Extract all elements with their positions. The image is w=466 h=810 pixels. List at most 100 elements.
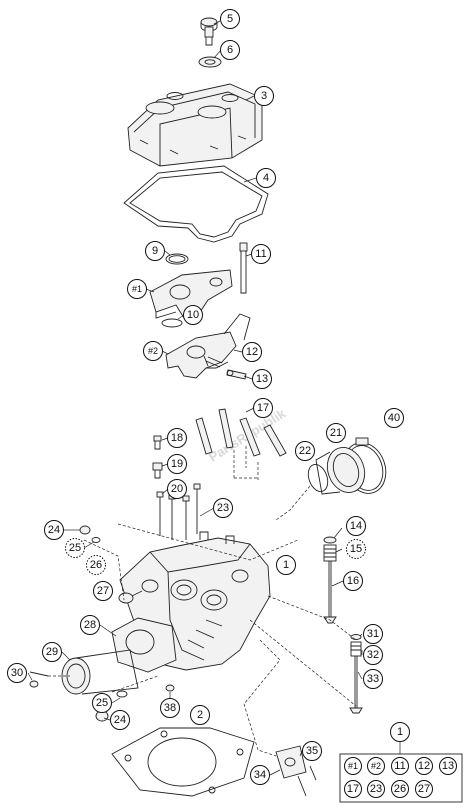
part-10-o-ring <box>161 318 183 328</box>
svg-text:10: 10 <box>187 309 199 321</box>
svg-text:23: 23 <box>217 502 229 514</box>
svg-text:35: 35 <box>306 745 318 757</box>
callout-30: 30 <box>7 663 27 683</box>
svg-text:17: 17 <box>257 402 269 414</box>
part-2-head-gasket <box>111 727 255 797</box>
legend-item-17: 17 <box>344 780 362 798</box>
svg-text:26: 26 <box>394 783 406 795</box>
leader-lines <box>27 20 363 776</box>
svg-text:#1: #1 <box>348 761 358 771</box>
callout-3: 3 <box>254 86 274 106</box>
svg-text:31: 31 <box>367 628 379 640</box>
callout-16: 16 <box>343 571 363 591</box>
callout-35: 35 <box>302 741 322 761</box>
legend-item-23: 23 <box>367 780 385 798</box>
callout-38: 38 <box>160 698 180 718</box>
svg-text:32: 32 <box>367 649 379 661</box>
part-20-bolts <box>156 483 201 540</box>
part-25-washer-lower <box>116 690 128 698</box>
callout-15: 15 <box>346 539 366 559</box>
part-38-plug <box>165 684 175 692</box>
part-drawings <box>29 17 387 797</box>
part-19-nut <box>152 462 163 479</box>
part-35-bolt <box>297 765 317 797</box>
svg-text:17: 17 <box>347 783 359 795</box>
part-bridge-1 <box>149 269 233 319</box>
callout-25-upper: 25 <box>65 538 85 558</box>
part-14-retainer <box>323 536 337 544</box>
callout-32: 32 <box>363 645 383 665</box>
callout-28: 28 <box>80 615 100 635</box>
part-12-screw <box>203 355 223 368</box>
svg-text:22: 22 <box>299 445 311 457</box>
svg-text:5: 5 <box>227 13 233 25</box>
svg-text:20: 20 <box>171 483 183 495</box>
svg-text:#2: #2 <box>148 346 158 356</box>
svg-text:27: 27 <box>97 585 109 597</box>
callout-10: 10 <box>183 305 203 325</box>
callout-19: 19 <box>167 454 187 474</box>
svg-text:1: 1 <box>283 559 289 571</box>
callout-18: 18 <box>167 428 187 448</box>
svg-text:24: 24 <box>114 714 126 726</box>
svg-text:3: 3 <box>261 90 267 102</box>
svg-text:19: 19 <box>171 458 183 470</box>
callout-12: 12 <box>242 342 262 362</box>
svg-text:9: 9 <box>152 245 158 257</box>
part-24-plug-upper <box>79 525 91 535</box>
svg-text:#1: #1 <box>132 284 142 294</box>
part-30-stud <box>29 671 49 688</box>
callout-21: 21 <box>326 423 346 443</box>
part-16-valve <box>323 561 337 624</box>
svg-text:11: 11 <box>394 760 405 772</box>
part-bridge-2 <box>165 313 251 379</box>
svg-text:15: 15 <box>350 543 362 555</box>
svg-text:26: 26 <box>90 559 102 571</box>
kit-legend: 1 #1 #2 11 12 13 17 23 26 27 <box>339 722 463 803</box>
part-28-exhaust-flange <box>111 617 177 673</box>
part-32-spring <box>350 641 362 657</box>
legend-item-11: 11 <box>391 757 409 775</box>
svg-text:25: 25 <box>69 542 81 554</box>
part-13-pin <box>226 369 247 380</box>
svg-text:25: 25 <box>96 697 108 709</box>
svg-text:30: 30 <box>11 667 23 679</box>
svg-text:2: 2 <box>197 709 203 721</box>
svg-text:23: 23 <box>370 783 382 795</box>
svg-text:38: 38 <box>164 702 176 714</box>
svg-text:28: 28 <box>84 619 96 631</box>
callout-40: 40 <box>384 408 404 428</box>
svg-text:4: 4 <box>263 172 269 184</box>
callout-22: 22 <box>295 441 315 461</box>
svg-text:13: 13 <box>442 760 454 772</box>
svg-text:18: 18 <box>171 432 183 444</box>
svg-text:11: 11 <box>255 248 266 260</box>
part-11-bolt <box>239 242 248 294</box>
svg-text:14: 14 <box>350 520 362 532</box>
svg-text:16: 16 <box>347 575 359 587</box>
callout-24-upper: 24 <box>44 520 64 540</box>
svg-text:13: 13 <box>256 373 268 385</box>
callout-1: 1 <box>276 555 296 575</box>
callout-4: 4 <box>256 168 276 188</box>
svg-text:29: 29 <box>46 646 58 658</box>
svg-text:12: 12 <box>418 760 430 772</box>
svg-text:27: 27 <box>418 783 430 795</box>
part-21-intake-boot <box>315 447 366 495</box>
legend-item-12: 12 <box>415 757 433 775</box>
callout-20: 20 <box>167 479 187 499</box>
svg-text:34: 34 <box>254 769 266 781</box>
callout-2: 2 <box>190 705 210 725</box>
svg-text:21: 21 <box>330 427 342 439</box>
callout-25-lower: 25 <box>92 693 112 713</box>
callout-23: 23 <box>213 498 233 518</box>
part-4-gasket <box>123 165 269 243</box>
callout-31: 31 <box>363 624 383 644</box>
part-15-spring <box>323 544 337 562</box>
callout-9: 9 <box>145 241 165 261</box>
callout-27: 27 <box>93 581 113 601</box>
callout-29: 29 <box>42 642 62 662</box>
part-34-bracket <box>275 745 307 779</box>
legend-item-26: 26 <box>391 780 409 798</box>
